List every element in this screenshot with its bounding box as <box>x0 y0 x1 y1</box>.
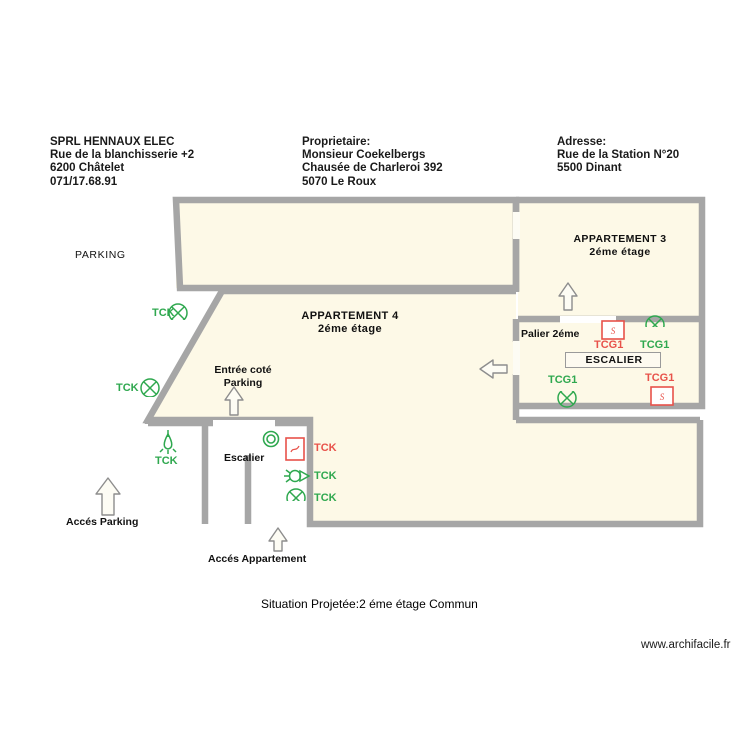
switch-glyph-lower: S <box>660 392 665 402</box>
tck-label-bottom-left: TCK <box>155 455 178 467</box>
wall-apartment-4-outline <box>142 289 704 528</box>
tck-spotlight-bottom-left <box>159 430 177 454</box>
door-openings <box>213 212 616 427</box>
room-apartment-4 <box>148 292 700 524</box>
website-label: www.archifacile.fr <box>641 639 731 651</box>
tck-ceiling-light-lower <box>286 488 306 501</box>
ceiling-light-escalier <box>262 430 280 448</box>
tcg1-ceiling-light-lower <box>557 391 577 408</box>
arrow-up-acces-appartement <box>268 527 288 552</box>
door-opening-entree <box>213 420 275 427</box>
apartment-4-label: APPARTEMENT 4 2éme étage <box>301 310 399 335</box>
tck-label-mid-left: TCK <box>116 382 139 394</box>
tck-wall-light-mid-left <box>140 378 160 397</box>
room-fills <box>148 200 702 524</box>
tck-wall-directional-light <box>284 469 311 483</box>
tck-label-ceiling-light: TCK <box>314 492 337 504</box>
parking-label: PARKING <box>75 249 126 261</box>
room-top-left <box>176 200 516 288</box>
switch-box-tck <box>285 437 305 461</box>
arrow-up-acces-parking <box>95 477 121 516</box>
arrow-up-apartment-3 <box>558 282 578 311</box>
acces-parking-label: Accés Parking <box>66 516 139 528</box>
tcg1-label-light-upper: TCG1 <box>640 339 670 351</box>
owner-info-block: Proprietaire: Monsieur Coekelbergs Chaus… <box>302 136 443 188</box>
palier-2eme-label: Palier 2éme <box>521 328 580 340</box>
acces-appartement-label: Accés Appartement <box>208 553 307 565</box>
tck-label-switch: TCK <box>314 442 337 454</box>
tck-wall-light-upper-left <box>168 303 188 320</box>
escalier-box: ESCALIER <box>565 352 661 368</box>
wall-right-block-outline <box>516 196 706 410</box>
switch-box-tcg1-lower: S <box>650 386 674 406</box>
tcg1-label-light-lower: TCG1 <box>548 374 578 386</box>
company-info-block: SPRL HENNAUX ELEC Rue de la blanchisseri… <box>50 136 195 188</box>
room-apartment-3 <box>518 200 702 318</box>
arrow-up-entree-parking <box>224 386 244 416</box>
switch-box-tcg1-upper: S <box>601 320 625 340</box>
escalier-label: Escalier <box>224 452 265 464</box>
switch-glyph-upper: S <box>611 326 616 336</box>
address-info-block: Adresse: Rue de la Station N°20 5500 Din… <box>557 136 680 175</box>
situation-caption: Situation Projetée:2 éme étage Commun <box>261 597 478 611</box>
tck-label-upper-left: TCK <box>152 307 175 319</box>
door-opening-top-right <box>513 212 520 239</box>
door-opening-appt3-bottom <box>560 316 616 323</box>
entree-cote-parking-label: Entrée coté Parking <box>214 364 272 389</box>
arrow-left-palier <box>479 359 508 379</box>
apartment-3-label: APPARTEMENT 3 2éme étage <box>573 233 667 258</box>
tck-label-wall-light: TCK <box>314 470 337 482</box>
tcg1-label-switch-lower: TCG1 <box>645 372 675 384</box>
door-opening-mid-right <box>513 341 520 375</box>
direction-arrows <box>95 282 578 552</box>
tcg1-ceiling-light-upper <box>645 315 665 327</box>
escalier-box-label: ESCALIER <box>585 354 643 366</box>
tcg1-label-switch-upper: TCG1 <box>594 339 624 351</box>
